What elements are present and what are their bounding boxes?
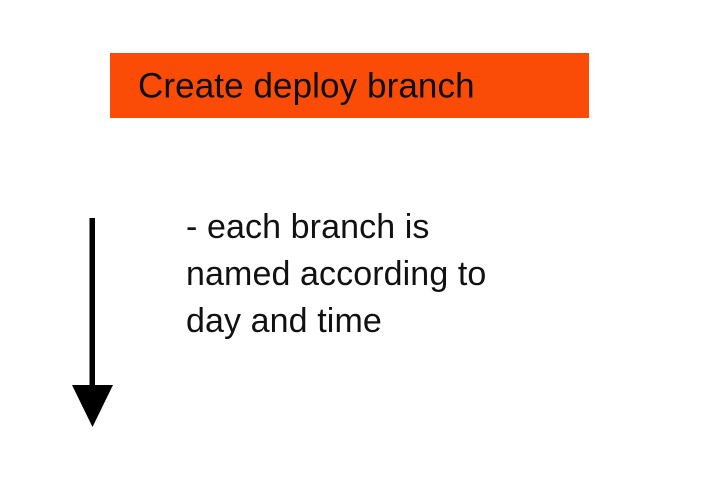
slide-title: Create deploy branch (138, 66, 475, 105)
body-text-block: - each branch is named according to day … (186, 204, 606, 345)
title-banner: Create deploy branch (110, 53, 589, 118)
body-line-3: day and time (186, 302, 382, 340)
body-line-2: named according to (186, 255, 487, 293)
down-arrow-icon (70, 215, 116, 430)
body-line-1: - each branch is (186, 208, 430, 246)
down-arrow-shape (72, 218, 113, 427)
